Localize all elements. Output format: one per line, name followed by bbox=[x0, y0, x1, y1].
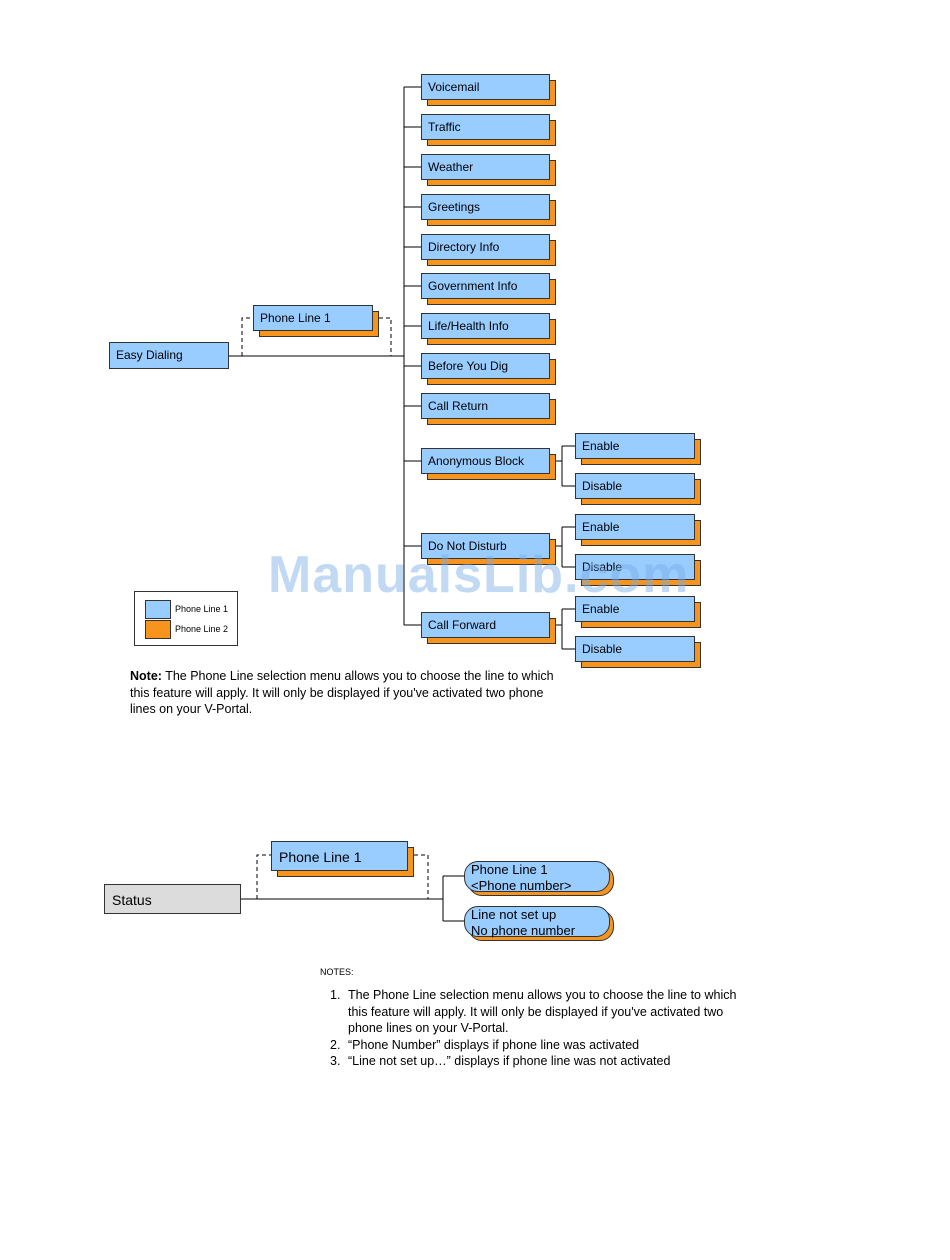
call-forward-disable: Disable bbox=[575, 636, 701, 668]
menu-item-label: Call Forward bbox=[421, 612, 550, 638]
phone-line-selector-label-2: Phone Line 1 bbox=[271, 841, 408, 871]
menu-item-life-health-info: Life/Health Info bbox=[421, 313, 556, 345]
phone-line-selector-label: Phone Line 1 bbox=[253, 305, 373, 331]
menu-item-label: Life/Health Info bbox=[421, 313, 550, 339]
do-not-disturb-enable: Enable bbox=[575, 514, 701, 546]
notes-item-text: The Phone Line selection menu allows you… bbox=[348, 988, 737, 1035]
call-forward-enable: Enable bbox=[575, 596, 701, 628]
menu-item-weather: Weather bbox=[421, 154, 556, 186]
result-line-not-set-up: Line not set up No phone number bbox=[464, 906, 614, 941]
menu-item-label: Anonymous Block bbox=[421, 448, 550, 474]
notes-title: NOTES: bbox=[320, 967, 354, 977]
anonymous-block-enable: Enable bbox=[575, 433, 701, 465]
watermark: ManualsLib.com bbox=[268, 546, 690, 604]
legend: Phone Line 1 Phone Line 2 bbox=[134, 591, 238, 646]
menu-item-traffic: Traffic bbox=[421, 114, 556, 146]
menu-item-government-info: Government Info bbox=[421, 273, 556, 305]
menu-item-do-not-disturb: Do Not Disturb bbox=[421, 533, 556, 565]
result-label: Phone Line 1 <Phone number> bbox=[464, 861, 610, 893]
notes-item-number: 1. bbox=[330, 988, 341, 1002]
note-paragraph: Note: The Phone Line selection menu allo… bbox=[130, 668, 570, 718]
menu-item-call-return: Call Return bbox=[421, 393, 556, 425]
phone-line-selector-node: Phone Line 1 bbox=[253, 305, 379, 337]
easy-dialing-label: Easy Dialing bbox=[109, 342, 229, 369]
sub-option-label: Enable bbox=[575, 514, 695, 540]
notes-item: 3. “Line not set up…” displays if phone … bbox=[330, 1053, 750, 1070]
menu-item-label: Greetings bbox=[421, 194, 550, 220]
result-line-1: Line not set up bbox=[471, 907, 557, 922]
status-node: Status bbox=[104, 884, 241, 914]
menu-item-voicemail: Voicemail bbox=[421, 74, 556, 106]
easy-dialing-node: Easy Dialing bbox=[109, 342, 229, 369]
note-text: The Phone Line selection menu allows you… bbox=[130, 669, 554, 716]
notes-item: 1. The Phone Line selection menu allows … bbox=[330, 987, 750, 1037]
legend-swatch bbox=[145, 600, 171, 619]
legend-swatch bbox=[145, 620, 171, 639]
menu-item-anonymous-block: Anonymous Block bbox=[421, 448, 556, 480]
legend-label: Phone Line 2 bbox=[175, 624, 229, 634]
menu-item-greetings: Greetings bbox=[421, 194, 556, 226]
phone-line-selector-node-2: Phone Line 1 bbox=[271, 841, 414, 877]
notes-item-text: “Line not set up…” displays if phone lin… bbox=[348, 1054, 671, 1068]
sub-option-label: Disable bbox=[575, 473, 695, 499]
notes-item-text: “Phone Number” displays if phone line wa… bbox=[348, 1037, 640, 1052]
menu-item-label: Before You Dig bbox=[421, 353, 550, 379]
result-phone-line-1: Phone Line 1 <Phone number> bbox=[464, 861, 614, 896]
notes-item: 2. “Phone Number” displays if phone line… bbox=[330, 1037, 750, 1054]
menu-item-label: Weather bbox=[421, 154, 550, 180]
result-line-1: Phone Line 1 bbox=[471, 862, 548, 877]
legend-label: Phone Line 1 bbox=[175, 604, 229, 614]
do-not-disturb-disable: Disable bbox=[575, 554, 701, 586]
sub-option-label: Disable bbox=[575, 554, 695, 580]
notes-list: 1. The Phone Line selection menu allows … bbox=[330, 987, 750, 1070]
menu-item-label: Voicemail bbox=[421, 74, 550, 100]
menu-item-label: Do Not Disturb bbox=[421, 533, 550, 559]
menu-item-label: Call Return bbox=[421, 393, 550, 419]
notes-item-number: 3. bbox=[330, 1054, 341, 1068]
menu-item-call-forward: Call Forward bbox=[421, 612, 556, 644]
menu-item-label: Government Info bbox=[421, 273, 550, 299]
status-label: Status bbox=[104, 884, 241, 914]
menu-item-label: Traffic bbox=[421, 114, 550, 140]
menu-item-label: Directory Info bbox=[421, 234, 550, 260]
result-label: Line not set up No phone number bbox=[464, 906, 610, 938]
sub-option-label: Enable bbox=[575, 433, 695, 459]
result-line-2: <Phone number> bbox=[471, 878, 572, 893]
menu-item-before-you-dig: Before You Dig bbox=[421, 353, 556, 385]
sub-option-label: Enable bbox=[575, 596, 695, 622]
notes-item-number: 2. bbox=[330, 1037, 341, 1052]
note-label: Note: bbox=[130, 669, 162, 683]
result-line-2: No phone number bbox=[471, 923, 576, 938]
sub-option-label: Disable bbox=[575, 636, 695, 662]
anonymous-block-disable: Disable bbox=[575, 473, 701, 505]
menu-item-directory-info: Directory Info bbox=[421, 234, 556, 266]
